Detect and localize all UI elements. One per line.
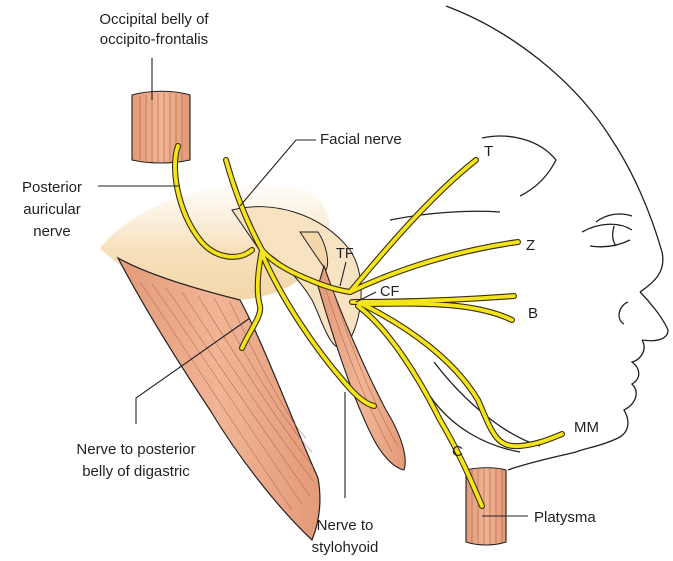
label-buccal: B <box>528 305 538 322</box>
label-occipital-1: Occipital belly of <box>99 11 209 28</box>
label-posterior-auricular-3: nerve <box>33 223 71 240</box>
eye-upper <box>582 224 632 232</box>
brow-line <box>390 211 500 220</box>
label-cervical: C <box>452 443 463 460</box>
digastric-muscle <box>118 258 320 540</box>
label-occipital-2: occipito-frontalis <box>100 31 208 48</box>
label-zygomatic: Z <box>526 237 535 254</box>
occipital-muscle <box>132 91 190 163</box>
zygomatic-branch <box>350 242 518 292</box>
label-marginal-mandibular: MM <box>574 419 599 436</box>
label-digastric-1: Nerve to posterior <box>76 441 195 458</box>
label-cervicofacial: CF <box>380 284 399 300</box>
upper-lid-fold <box>596 214 632 222</box>
nose-contour <box>640 292 668 341</box>
label-temporal: T <box>484 143 493 160</box>
label-posterior-auricular-2: auricular <box>23 201 81 218</box>
label-stylohyoid-1: Nerve to <box>317 517 374 534</box>
label-stylohyoid-2: stylohyoid <box>312 539 379 556</box>
chin-neck-contour <box>508 452 576 470</box>
eye-lower <box>590 240 630 247</box>
nostril <box>619 302 628 324</box>
label-digastric-2: belly of digastric <box>82 463 190 480</box>
label-facial-nerve: Facial nerve <box>320 131 402 148</box>
label-temporofacial: TF <box>336 246 354 262</box>
label-platysma: Platysma <box>534 509 596 526</box>
label-posterior-auricular-1: Posterior <box>22 179 82 196</box>
iris <box>613 226 616 246</box>
